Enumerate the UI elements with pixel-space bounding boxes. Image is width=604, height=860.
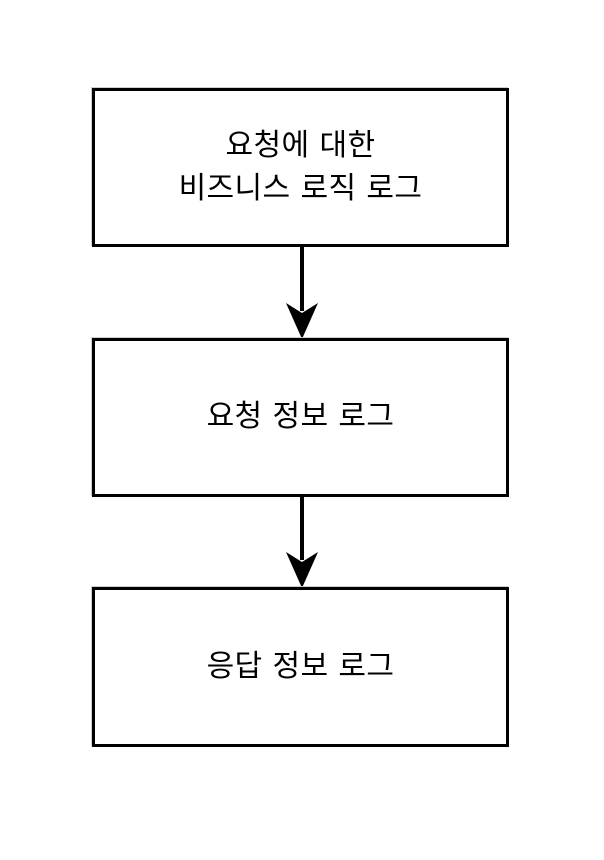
flow-connector-1-to-2 <box>272 245 332 341</box>
down-arrow-icon <box>286 245 318 339</box>
flow-node-response-info-log[interactable]: 응답 정보 로그 <box>92 587 509 747</box>
flow-node-label: 응답 정보 로그 <box>206 648 395 684</box>
flow-node-label: 요청 정보 로그 <box>206 399 395 435</box>
flow-node-request-business-logic-log[interactable]: 요청에 대한 비즈니스 로직 로그 <box>92 88 509 247</box>
flow-node-label: 요청에 대한 비즈니스 로직 로그 <box>178 127 423 206</box>
flow-connector-2-to-3 <box>272 495 332 590</box>
down-arrow-icon <box>286 495 318 588</box>
flow-node-request-info-log[interactable]: 요청 정보 로그 <box>92 338 509 497</box>
